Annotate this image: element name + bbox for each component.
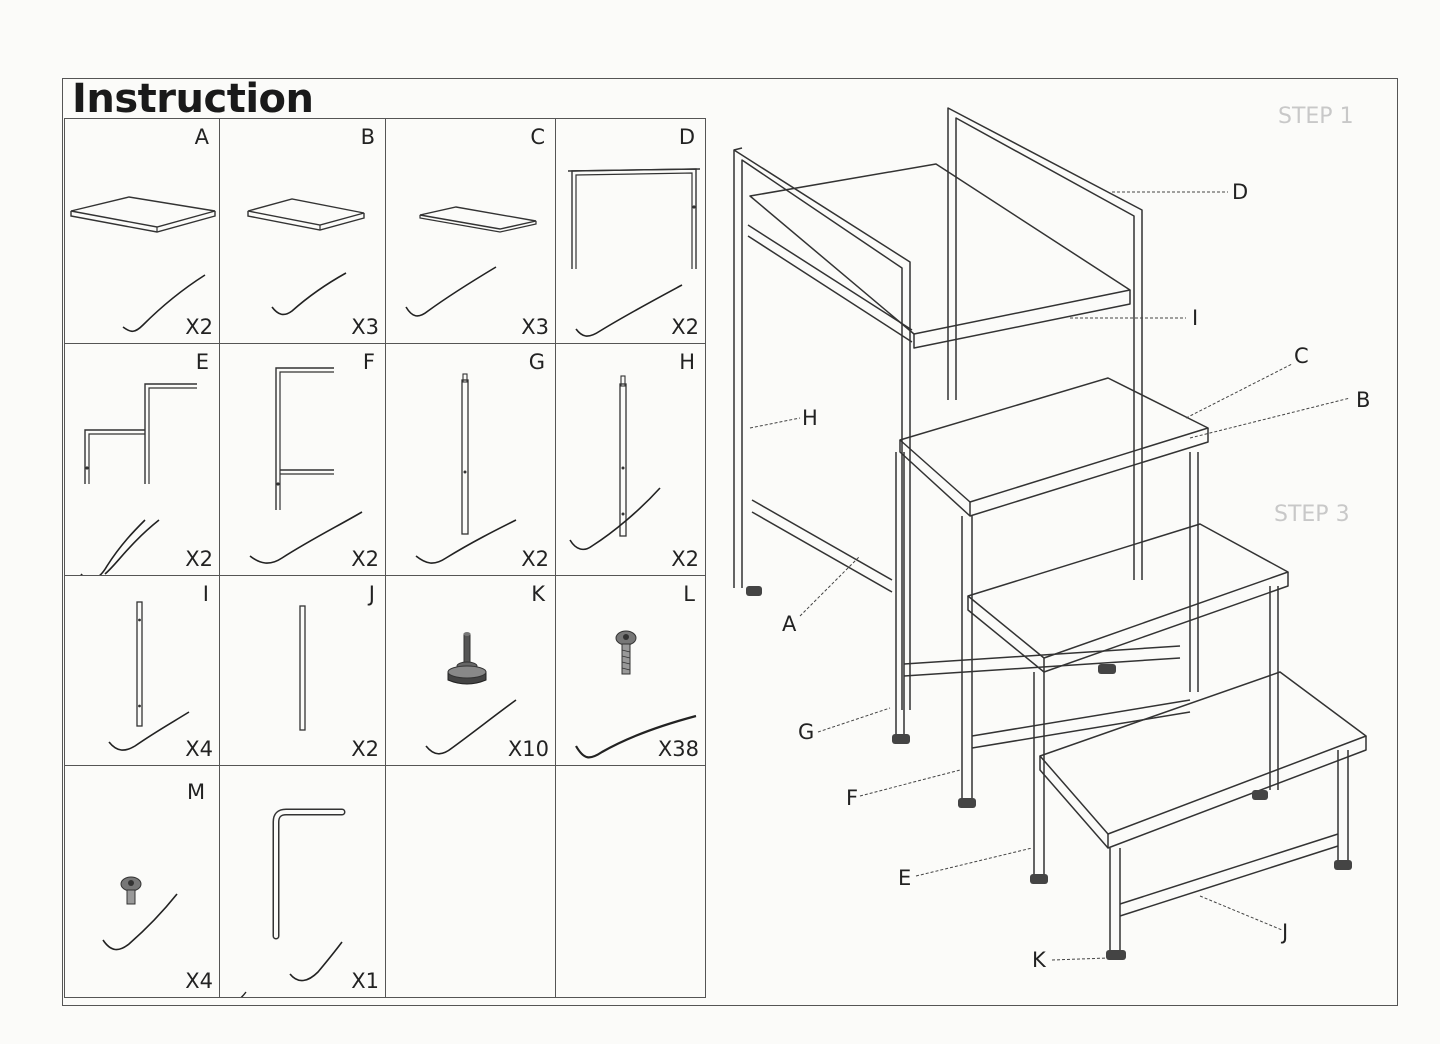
callout-label: K	[1032, 948, 1046, 972]
part-letter: D	[678, 125, 695, 149]
part-letter: B	[360, 125, 375, 149]
callout-label: A	[782, 612, 797, 636]
part-cell-empty	[556, 766, 706, 998]
instruction-sheet	[62, 78, 1398, 1006]
leg-tube-long-icon	[569, 375, 661, 551]
part-quantity: X2	[671, 315, 699, 339]
wooden-board-large-icon	[70, 196, 216, 333]
part-letter: A	[194, 125, 209, 149]
part-letter: E	[195, 350, 209, 374]
callout-label: F	[846, 786, 859, 810]
allen-key-icon	[240, 808, 346, 997]
callout-label: G	[798, 720, 815, 744]
part-cell-empty	[386, 766, 556, 998]
part-quantity: X4	[185, 737, 213, 761]
part-quantity: X2	[351, 547, 379, 571]
part-cell-f: F X2	[220, 344, 386, 576]
part-cell-d: D X2	[556, 118, 706, 344]
part-cell-h: H X2	[556, 344, 706, 576]
bleed-through-decoration: STEP 3	[1274, 502, 1350, 527]
part-quantity: X4	[185, 969, 213, 993]
part-cell-g: G X2	[386, 344, 556, 576]
callout-label: J	[1282, 920, 1289, 944]
assembled-stair-diagram	[733, 107, 1367, 961]
part-cell-c: C X3	[386, 118, 556, 344]
part-cell-j: J X2	[220, 576, 386, 766]
part-quantity: X2	[351, 737, 379, 761]
part-cell-m: M X4	[64, 766, 220, 998]
part-quantity: X3	[521, 315, 549, 339]
leg-tube-short-icon	[415, 373, 517, 564]
crossbar-tube-icon	[108, 601, 190, 751]
part-letter: M	[187, 780, 206, 804]
part-letter: C	[530, 125, 545, 149]
part-letter: I	[202, 582, 209, 606]
part-letter: F	[362, 350, 375, 374]
callout-label: B	[1356, 388, 1371, 412]
bleed-through-decoration: STEP 1	[1278, 104, 1354, 129]
wooden-board-small-icon	[405, 206, 537, 317]
callout-label: E	[898, 866, 912, 890]
part-cell-allen-key: X1	[220, 766, 386, 998]
callout-label: C	[1294, 344, 1309, 368]
adjustable-foot-icon	[425, 632, 517, 755]
part-cell-a: A X2	[64, 118, 220, 344]
part-letter: L	[683, 582, 695, 606]
part-quantity: X10	[507, 737, 549, 761]
part-cell-i: I X4	[64, 576, 220, 766]
part-quantity: X2	[185, 547, 213, 571]
long-screw-icon	[575, 630, 697, 759]
part-quantity: X3	[351, 315, 379, 339]
part-quantity: X2	[521, 547, 549, 571]
callout-label: D	[1232, 180, 1249, 204]
part-cell-b: B X3	[220, 118, 386, 344]
part-letter: G	[528, 350, 545, 374]
handrail-frame-icon	[567, 168, 701, 337]
part-cell-k: K X10	[386, 576, 556, 766]
part-quantity: X1	[351, 969, 379, 993]
part-letter: H	[679, 350, 695, 374]
part-letter: J	[368, 582, 375, 606]
part-quantity: X2	[185, 315, 213, 339]
callout-label: H	[802, 406, 818, 430]
crossbar-tube-long-icon	[299, 605, 306, 731]
part-letter: K	[531, 582, 545, 606]
part-quantity: X2	[671, 547, 699, 571]
side-frame-f-icon	[249, 367, 363, 564]
short-screw-icon	[102, 876, 178, 951]
page-title: Instruction	[72, 76, 314, 122]
wooden-board-medium-icon	[247, 198, 365, 316]
part-cell-l: L X38	[556, 576, 706, 766]
part-quantity: X38	[657, 737, 699, 761]
parts-grid: A X2 B X3 C X3 D	[64, 118, 706, 998]
callout-label: I	[1192, 306, 1199, 330]
part-cell-e: E X2	[64, 344, 220, 576]
side-frame-step-icon	[80, 383, 197, 575]
